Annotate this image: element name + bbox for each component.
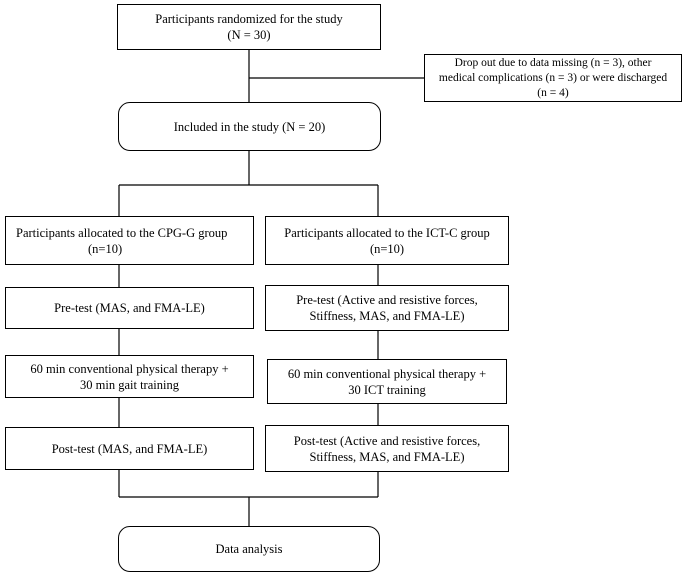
data-analysis-label: Data analysis (215, 542, 283, 556)
randomized-label: Participants randomized for the study (155, 12, 343, 26)
included-label: Included in the study (N = 20) (173, 119, 326, 134)
dropout-line-3: (n = 4) (537, 86, 569, 99)
ict-c-pretest-line-2: Stiffness, MAS, and FMA-LE) (309, 309, 465, 323)
randomized-count: (N = 30) (227, 28, 271, 42)
ict-c-intervention-line-1: 60 min conventional physical therapy + (287, 366, 487, 381)
ict-c-pretest-box: Pre-test (Active and resistive forces, S… (265, 285, 509, 331)
cpg-g-pretest-box: Pre-test (MAS, and FMA-LE) (5, 287, 254, 329)
dropout-line-2: medical complications (n = 3) or were di… (438, 71, 668, 84)
dropout-box: Drop out due to data missing (n = 3), ot… (424, 54, 682, 102)
ict-c-posttest-line-1: Post-test (Active and resistive forces, (293, 433, 481, 448)
included-box: Included in the study (N = 20) (118, 102, 381, 151)
data-analysis-box: Data analysis (118, 526, 380, 572)
cpg-g-allocation-label: Participants allocated to the CPG-G grou… (16, 225, 228, 240)
ict-c-allocation-box: Participants allocated to the ICT-C grou… (265, 216, 509, 265)
cpg-g-intervention-box: 60 min conventional physical therapy + 3… (5, 355, 254, 398)
dropout-line-1: Drop out due to data missing (n = 3), ot… (454, 56, 652, 69)
cpg-g-pretest-label: Pre-test (MAS, and FMA-LE) (54, 301, 205, 315)
ict-c-intervention-line-2: 30 ICT training (348, 382, 426, 397)
randomized-box: Participants randomized for the study (N… (117, 4, 381, 50)
ict-c-intervention-box: 60 min conventional physical therapy + 3… (267, 359, 507, 404)
ict-c-pretest-line-1: Pre-test (Active and resistive forces, (296, 293, 478, 307)
cpg-g-intervention-line-2: 30 min gait training (80, 377, 179, 392)
cpg-g-posttest-box: Post-test (MAS, and FMA-LE) (5, 427, 254, 470)
cpg-g-intervention-line-1: 60 min conventional physical therapy + (30, 361, 229, 376)
cpg-g-allocation-count: (n=10) (88, 241, 123, 256)
cpg-g-posttest-label: Post-test (MAS, and FMA-LE) (51, 441, 208, 456)
ict-c-allocation-count: (n=10) (369, 241, 405, 256)
ict-c-posttest-box: Post-test (Active and resistive forces, … (265, 425, 509, 472)
ict-c-posttest-line-2: Stiffness, MAS, and FMA-LE) (309, 449, 465, 464)
ict-c-allocation-label: Participants allocated to the ICT-C grou… (284, 225, 490, 240)
cpg-g-allocation-box: Participants allocated to the CPG-G grou… (5, 216, 254, 265)
